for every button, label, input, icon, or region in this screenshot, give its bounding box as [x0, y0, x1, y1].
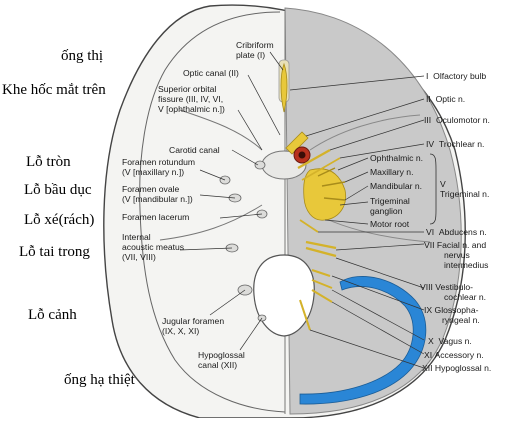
label-trochlear-nerve: IV Trochlear n.	[426, 139, 485, 149]
facial-vestibulocochlear-nerves	[305, 240, 337, 258]
vn-label-foramen-rotundum: Lỗ tròn	[26, 154, 71, 170]
label-trigeminal-nerve: V Trigeminal n.	[440, 179, 490, 199]
label-cribriform-plate: Cribriform plate (I)	[236, 40, 274, 60]
label-hypoglossal-canal: Hypoglossal canal (XII)	[198, 350, 245, 370]
label-carotid-canal: Carotid canal	[169, 145, 220, 155]
label-jugular-foramen: Jugular foramen (IX, X, XI)	[162, 316, 225, 336]
lesser-wing-left	[179, 109, 263, 151]
label-motor-root: Motor root	[370, 219, 410, 229]
label-oculomotor-nerve: III Oculomotor n.	[424, 115, 490, 125]
vn-label-hypoglossal-canal: ống hạ thiệt	[64, 372, 135, 388]
vn-label-foramen-lacerum: Lỗ xé(rách)	[24, 212, 95, 228]
vn-label-optic-canal: ống thị	[61, 48, 104, 64]
olfactory-bulb	[280, 62, 288, 113]
trochlear-nerve	[301, 157, 341, 181]
trigeminal-brace	[429, 153, 437, 225]
label-mandibular-nerve: Mandibular n.	[370, 181, 423, 191]
label-internal-acoustic-meatus: Internal acoustic meatus (VII, VIII)	[122, 232, 185, 262]
abducens-nerve	[299, 219, 319, 233]
venous-sinus	[299, 276, 427, 405]
vn-label-superior-orbital-fissure: Khe hốc mắt trên	[2, 82, 106, 98]
vn-label-foramen-ovale: Lỗ bầu dục	[24, 182, 92, 198]
label-optic-canal: Optic canal (II)	[183, 68, 239, 78]
label-abducens-nerve: VI Abducens n.	[426, 227, 487, 237]
left-leader-lines	[179, 51, 284, 351]
label-superior-orbital-fissure: Superior orbital fissure (III, IV, VI, V…	[158, 84, 225, 114]
vn-label-internal-acoustic-meatus: Lỗ tai trong	[19, 244, 90, 260]
inner-bone-outline	[139, 11, 286, 413]
label-vagus-nerve: X Vagus n.	[428, 336, 472, 346]
hypoglossal-nerve	[299, 299, 311, 331]
label-foramen-lacerum: Foramen lacerum	[122, 212, 190, 222]
label-optic-nerve: II Optic n.	[426, 94, 466, 104]
label-ophthalmic-nerve: Ophthalmic n.	[370, 153, 424, 163]
optic-nerve	[285, 131, 309, 155]
vn-label-jugular-foramen: Lỗ cảnh	[28, 307, 77, 323]
label-olfactory-bulb: I Olfactory bulb	[426, 71, 487, 81]
trigeminal-branches	[317, 167, 346, 201]
label-vestibulocochlear-nerve: VIII Vestibulo- cochlear n.	[420, 282, 487, 302]
right-leader-lines	[289, 75, 425, 369]
label-foramen-rotundum: Foramen rotundum (V [maxillary n.])	[122, 157, 196, 177]
petrous-ridge-left	[159, 204, 263, 241]
label-trigeminal-ganglion: Trigeminal ganglion	[370, 196, 410, 216]
foramen-magnum	[253, 254, 315, 337]
carotid-canal-hole	[254, 160, 266, 170]
lesser-wing-right	[309, 114, 421, 151]
label-facial-nerve: VII Facial n. and nervus intermedius	[424, 240, 489, 270]
label-hypoglossal-nerve: XII Hypoglossal n.	[422, 363, 492, 373]
label-glossopharyngeal-nerve: IX Glossopha- ryngeal n.	[424, 305, 480, 325]
jugular-nerves	[311, 269, 333, 303]
oculomotor-nerve	[297, 149, 331, 169]
label-maxillary-nerve: Maxillary n.	[370, 167, 414, 177]
label-foramen-ovale: Foramen ovale (V [mandibular n.])	[122, 184, 193, 204]
label-accessory-nerve: XI Accessory n.	[424, 350, 484, 360]
